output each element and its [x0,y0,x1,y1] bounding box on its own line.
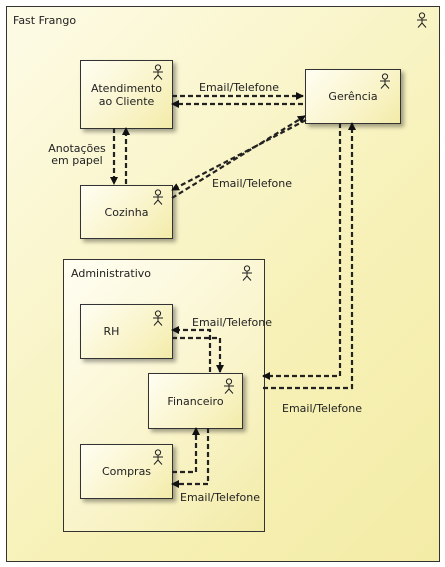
edge-financeiro-to-rh [171,326,212,372]
actor-icon [417,12,427,28]
edge-label-atendimento-gerencia: Email/Telefone [199,81,280,94]
actor-icon [380,73,390,89]
node-financeiro-label: Financeiro [167,394,224,408]
edge-label-rh-financeiro: Email/Telefone [192,316,273,329]
node-gerencia[interactable]: Gerência [305,69,401,124]
node-atendimento-label: Atendimento ao Cliente [91,81,162,108]
node-compras-label: Compras [101,465,152,478]
edge-cozinha-to-gerencia [171,115,306,199]
edge-gerencia-to-financeiro [262,123,342,380]
actor-icon [153,449,163,465]
node-cozinha-label: Cozinha [104,205,149,219]
actor-icon [224,378,234,394]
administrativo-label: Administrativo [71,267,152,280]
actor-icon [153,64,163,80]
edge-label-anotacoes: Anotações em papel [48,142,106,167]
edge-rh-to-financeiro [172,336,224,373]
actor-icon [242,265,252,281]
actor-icon [153,310,163,326]
edge-label-gerencia-cozinha: Email/Telefone [212,177,293,190]
node-gerencia-label: Gerência [328,90,378,103]
edge-label-compras-financeiro: Email/Telefone [180,491,261,504]
node-compras[interactable]: Compras [80,444,173,499]
edge-compras-to-financeiro [172,427,200,474]
container-title: Fast Frango [13,14,77,27]
node-rh-label: RH [103,325,120,338]
actor-icon [153,189,163,205]
edge-financeiro-to-compras [171,428,210,488]
edge-financeiro-to-gerencia [263,122,356,390]
node-cozinha[interactable]: Cozinha [80,185,173,239]
edge-gerencia-to-cozinha [171,119,307,191]
edge-label-gerencia-financeiro: Email/Telefone [282,402,363,415]
